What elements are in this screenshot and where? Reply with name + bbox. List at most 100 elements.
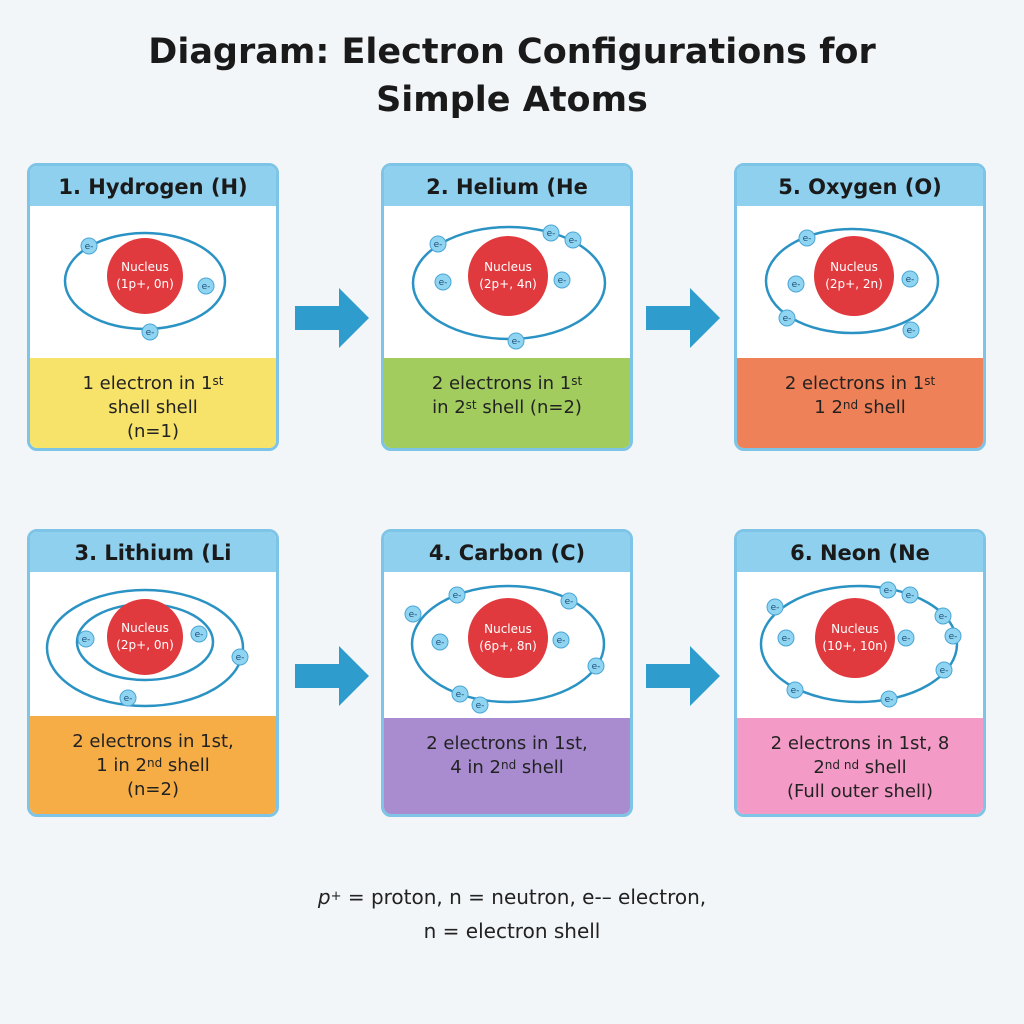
svg-text:e-: e- — [940, 666, 949, 676]
card-description: 2 electrons in 1st, 4 in 2nd shell — [384, 718, 630, 814]
nucleus — [814, 236, 894, 316]
svg-text:e-: e- — [409, 610, 418, 620]
electron-icon: e- — [451, 685, 469, 703]
atom-diagram: Nucleus (10+, 10n) e- e- e- e- e- e- e- … — [737, 572, 983, 724]
svg-text:e-: e- — [85, 242, 94, 252]
electron-icon: e- — [935, 661, 953, 679]
nucleus-label: Nucleus — [484, 622, 532, 636]
description-line-2: 2nd nd shell — [813, 757, 907, 778]
description-line-2: 1 in 2nd shell — [96, 755, 210, 776]
nucleus-composition: (6p+, 8n) — [479, 639, 537, 653]
nucleus — [468, 598, 548, 678]
svg-text:e-: e- — [906, 275, 915, 285]
electron-icon: e- — [542, 224, 560, 242]
svg-text:e-: e- — [434, 240, 443, 250]
atom-card-helium: 2. Helium (He Nucleus (2p+, 4n) e- e- e-… — [381, 163, 633, 451]
svg-text:e-: e- — [236, 653, 245, 663]
legend-line-2: n = electron shell — [423, 919, 601, 943]
electron-icon: e- — [197, 277, 215, 295]
atom-diagram: Nucleus (2p+, 2n) e- e- e- e- e- — [737, 206, 983, 358]
svg-text:e-: e- — [884, 586, 893, 596]
atom-card-neon: 6. Neon (Ne Nucleus (10+, 10n) e- e- e- … — [734, 529, 986, 817]
electron-icon: e- — [507, 332, 525, 350]
description-line-1: 1 electron in 1st — [82, 373, 224, 394]
atom-card-hydrogen: 1. Hydrogen (H) Nucleus (1p+, 0n) e- e- … — [27, 163, 279, 451]
nucleus-label: Nucleus — [121, 260, 169, 274]
electron-icon: e- — [778, 309, 796, 327]
nucleus-label: Nucleus — [831, 622, 879, 636]
nucleus — [107, 599, 183, 675]
card-header: 4. Carbon (C) — [384, 532, 630, 572]
electron-icon: e- — [448, 586, 466, 604]
card-description: 1 electron in 1st shell shell (n=1) — [30, 358, 276, 448]
nucleus-composition: (10+, 10n) — [822, 639, 887, 653]
nucleus-composition: (1p+, 0n) — [116, 277, 174, 291]
svg-text:e-: e- — [565, 597, 574, 607]
right-arrow-icon — [646, 646, 720, 706]
card-description: 2 electrons in 1st, 1 in 2nd shell (n=2) — [30, 716, 276, 814]
electron-icon: e- — [944, 627, 962, 645]
electron-icon: e- — [231, 648, 249, 666]
electron-icon: e- — [553, 271, 571, 289]
card-header: 3. Lithium (Li — [30, 532, 276, 572]
svg-text:e-: e- — [939, 612, 948, 622]
electron-icon: e- — [560, 592, 578, 610]
legend-line-1: p+ = proton, n = neutron, e-– electron, — [317, 885, 707, 909]
svg-text:e-: e- — [547, 229, 556, 239]
card-description: 2 electrons in 1st in 2st shell (n=2) — [384, 358, 630, 448]
description-line-1: 2 electrons in 1st, 8 — [770, 733, 950, 754]
svg-text:e-: e- — [592, 662, 601, 672]
orbit-shell — [410, 584, 606, 704]
electron-icon: e- — [564, 231, 582, 249]
nucleus — [107, 238, 183, 314]
nucleus-composition: (2p+, 0n) — [116, 638, 174, 652]
svg-text:e-: e- — [907, 326, 916, 336]
svg-text:e-: e- — [453, 591, 462, 601]
electron-icon: e- — [429, 235, 447, 253]
card-description: 2 electrons in 1st, 8 2nd nd shell (Full… — [737, 718, 983, 814]
description-line-3: (Full outer shell) — [786, 781, 934, 802]
electron-icon: e- — [934, 607, 952, 625]
svg-text:e-: e- — [557, 636, 566, 646]
svg-text:e-: e- — [146, 328, 155, 338]
card-header: 5. Oxygen (O) — [737, 166, 983, 206]
atom-card-carbon: 4. Carbon (C) Nucleus (6p+, 8n) e- e- e-… — [381, 529, 633, 817]
atom-diagram: Nucleus (2p+, 0n) e- e- e- e- — [30, 572, 276, 724]
card-header: 6. Neon (Ne — [737, 532, 983, 572]
electron-icon: e- — [798, 229, 816, 247]
electron-icon: e- — [879, 581, 897, 599]
svg-text:e-: e- — [782, 634, 791, 644]
electron-icon: e- — [766, 598, 784, 616]
description-line-3: (n=2) — [127, 779, 179, 800]
electron-icon: e- — [404, 605, 422, 623]
electron-icon: e- — [431, 633, 449, 651]
description-line-2: 4 in 2nd shell — [450, 757, 564, 778]
nucleus-label: Nucleus — [830, 260, 878, 274]
nucleus — [468, 236, 548, 316]
electron-icon: e- — [787, 275, 805, 293]
svg-text:e-: e- — [195, 630, 204, 640]
electron-icon: e- — [880, 690, 898, 708]
description-line-2: in 2st shell (n=2) — [432, 397, 582, 418]
svg-text:e-: e- — [124, 694, 133, 704]
description-line-1: 2 electrons in 1st, — [72, 731, 234, 752]
description-line-3: (n=1) — [127, 421, 179, 442]
svg-text:e-: e- — [456, 690, 465, 700]
electron-icon: e- — [190, 625, 208, 643]
electron-icon: e- — [119, 689, 137, 707]
svg-text:e-: e- — [202, 282, 211, 292]
svg-text:e-: e- — [512, 337, 521, 347]
legend: p+ = proton, n = neutron, e-– electron, … — [0, 880, 1024, 948]
atom-diagram: Nucleus (2p+, 4n) e- e- e- e- e- e- — [384, 206, 630, 358]
svg-text:e-: e- — [82, 635, 91, 645]
description-line-2: shell shell — [108, 397, 198, 418]
nucleus-composition: (2p+, 2n) — [825, 277, 883, 291]
svg-text:e-: e- — [771, 603, 780, 613]
svg-text:e-: e- — [558, 276, 567, 286]
description-line-2: 1 2nd shell — [814, 397, 906, 418]
electron-icon: e- — [141, 323, 159, 341]
nucleus-label: Nucleus — [484, 260, 532, 274]
orbit-shell — [764, 227, 940, 335]
description-line-1: 2 electrons in 1st, — [426, 733, 588, 754]
orbit-shell — [759, 584, 959, 704]
